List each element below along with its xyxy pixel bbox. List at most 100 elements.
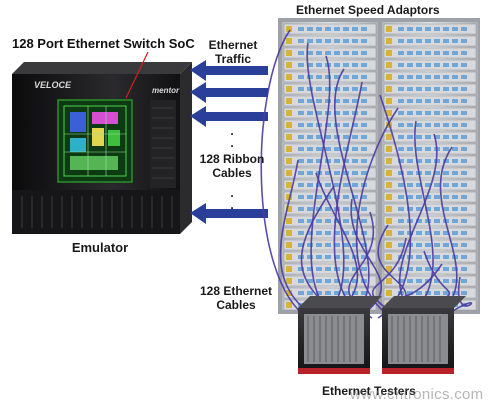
rack-port [434,195,440,199]
rack-port [316,231,322,235]
rack-port [452,231,458,235]
rack-port [334,63,340,67]
tester-chassis-icon [298,296,382,374]
rack-port [361,51,367,55]
rack-port [316,147,322,151]
rack-port [443,267,449,271]
rack-port [316,39,322,43]
rack-unit-tag [286,122,292,128]
rack-port [425,243,431,247]
rack-port [452,123,458,127]
rack-port [325,255,331,259]
rack-port [298,159,304,163]
rack-port [316,219,322,223]
rack-port [343,243,349,247]
rack-port [325,87,331,91]
rack-port [443,63,449,67]
rack-port [416,207,422,211]
rack-port [452,279,458,283]
rack-port [407,87,413,91]
rack-port [461,111,467,115]
rack-port [443,171,449,175]
rack-port [343,279,349,283]
rack-port [352,135,358,139]
rack-port [343,219,349,223]
rack-port [443,111,449,115]
rack-port [461,87,467,91]
rack-port [398,27,404,31]
rack-unit-tag [386,278,392,284]
rack-port [443,123,449,127]
rack-port [343,183,349,187]
rack-port [298,147,304,151]
rack-port [452,135,458,139]
rack-port [398,279,404,283]
rack-port [307,135,313,139]
rack-port [325,207,331,211]
rack-port [334,219,340,223]
ethernet-cable [260,29,309,319]
rack-port [416,123,422,127]
rack-port [416,39,422,43]
rack-port [416,27,422,31]
rack-port [352,51,358,55]
rack-port [461,243,467,247]
rack-port [398,39,404,43]
rack-unit-tag [386,158,392,164]
rack-port [416,99,422,103]
rack-port [298,27,304,31]
rack-port [434,267,440,271]
rack-port [298,195,304,199]
rack-port [398,147,404,151]
rack-port [425,207,431,211]
rack-port [434,63,440,67]
rack-port [307,267,313,271]
rack-port [361,63,367,67]
ethernet-cable [306,42,345,319]
rack-port [307,75,313,79]
rack-port [425,159,431,163]
rack-port [434,123,440,127]
rack-unit-tag [286,242,292,248]
rack-port [352,39,358,43]
rack-port [434,51,440,55]
rack-port [325,51,331,55]
rack-port [452,99,458,103]
rack-port [452,75,458,79]
traffic-label-line1: Ethernet [208,38,258,52]
rack-port [461,147,467,151]
rack-unit-tag [286,194,292,200]
rack-port [443,159,449,163]
rack-port [298,231,304,235]
rack-port [325,231,331,235]
rack-unit-tag [286,158,292,164]
rack-port [352,243,358,247]
rack-port [443,195,449,199]
rack-port [352,75,358,79]
rack-port [434,171,440,175]
rack-port [307,39,313,43]
rack-port [461,255,467,259]
rack-port [416,267,422,271]
rack-port [407,63,413,67]
rack-port [343,267,349,271]
rack-port [452,171,458,175]
rack-port [407,27,413,31]
rack-port [425,51,431,55]
ribbon-label-line2: Cables [212,166,252,180]
rack-unit-tag [386,86,392,92]
rack-port [352,183,358,187]
rack-port [325,75,331,79]
rack-port [416,51,422,55]
rack-port [443,135,449,139]
rack-port [307,63,313,67]
rack-port [352,207,358,211]
rack-port [443,291,449,295]
dot-4: . [230,198,234,212]
rack-port [416,231,422,235]
dot-2: . [230,136,234,150]
rack-unit-tag [286,230,292,236]
rack-port [461,279,467,283]
rack-port [361,171,367,175]
